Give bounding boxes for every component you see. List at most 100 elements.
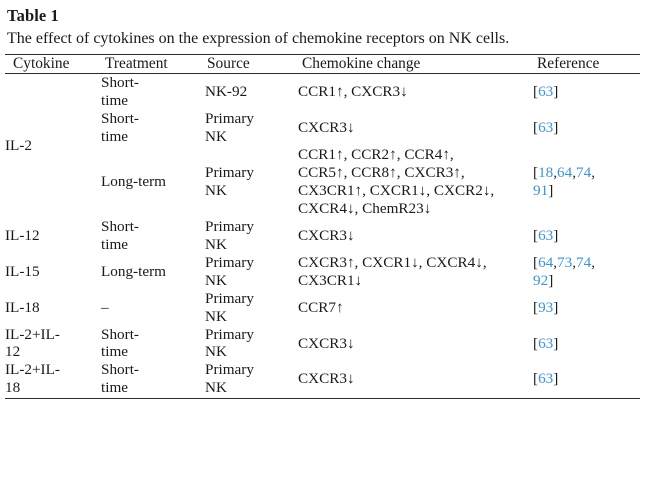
reference-number[interactable]: 18	[538, 164, 554, 182]
cytokine-chemokine-table: Cytokine Treatment Source Chemokine chan…	[5, 55, 640, 397]
reference-line[interactable]: [63]	[533, 370, 640, 388]
reference-number[interactable]: 64	[557, 164, 573, 182]
source-line: NK	[205, 271, 227, 289]
reference-bracket: ]	[553, 334, 559, 352]
reference-line[interactable]: [63]	[533, 119, 640, 137]
cell-reference[interactable]: [63]	[533, 361, 640, 397]
source-line: Primary	[205, 325, 254, 343]
column-header-chemokine-change: Chemokine change	[302, 55, 421, 73]
reference-number[interactable]: 91	[533, 182, 549, 200]
reference-line[interactable]: [63]	[533, 335, 640, 353]
reference-bracket: [	[533, 226, 539, 244]
chemokine-line: CCR1↑, CXCR3↓	[298, 83, 408, 101]
treatment-line: Short-	[101, 110, 139, 128]
reference-number[interactable]: 63	[538, 334, 554, 352]
cell-treatment: Long-term	[101, 254, 205, 290]
source-line: NK	[205, 182, 227, 200]
reference-line[interactable]: [93]	[533, 299, 640, 317]
cell-reference[interactable]: [63]	[533, 110, 640, 146]
rule-bottom	[5, 398, 640, 400]
cell-reference[interactable]: [64,73,74,92]	[533, 254, 640, 290]
reference-separator: ,	[572, 253, 577, 271]
source-line: NK	[205, 128, 227, 146]
reference-separator: ,	[553, 164, 558, 182]
reference-line[interactable]: [63]	[533, 227, 640, 245]
cell-chemokine-change: CCR7↑	[298, 290, 533, 326]
chemokine-line: CXCR3↓	[298, 226, 355, 244]
cell-cytokine: IL-15	[5, 262, 40, 280]
reference-line[interactable]: 92]	[533, 272, 640, 290]
reference-bracket: [	[533, 298, 539, 316]
source-line: NK	[205, 343, 227, 361]
reference-number[interactable]: 63	[538, 83, 554, 101]
reference-bracket: ]	[553, 298, 559, 316]
cell-reference[interactable]: [63]	[533, 74, 640, 110]
cell-cytokine: IL-18	[5, 298, 40, 316]
treatment-line: –	[101, 298, 109, 316]
column-header-treatment: Treatment	[105, 55, 168, 73]
source-line: Primary	[205, 217, 254, 235]
source-line: NK-92	[205, 83, 248, 101]
chemokine-line: CCR7↑	[298, 298, 344, 316]
treatment-line: Short-	[101, 217, 139, 235]
reference-number[interactable]: 63	[538, 370, 554, 388]
source-line: NK	[205, 379, 227, 397]
cell-reference[interactable]: [18,64,74,91]	[533, 146, 640, 218]
column-header-source: Source	[207, 55, 250, 73]
table-label: Table 1	[7, 6, 59, 25]
cell-chemokine-change: CCR1↑, CXCR3↓	[298, 74, 533, 110]
reference-number[interactable]: 63	[538, 119, 554, 137]
reference-line[interactable]: [63]	[533, 83, 640, 101]
source-line: Primary	[205, 253, 254, 271]
chemokine-line: CXCR3↓	[298, 370, 355, 388]
reference-bracket: ]	[553, 370, 559, 388]
reference-bracket: [	[533, 83, 539, 101]
reference-line[interactable]: [64,73,74,	[533, 254, 640, 272]
column-header-reference: Reference	[537, 55, 600, 73]
cell-treatment: Short-time	[101, 218, 205, 254]
treatment-line: Long-term	[101, 262, 166, 280]
reference-bracket: [	[533, 253, 539, 271]
reference-separator: ,	[591, 164, 596, 182]
cell-reference[interactable]: [63]	[533, 218, 640, 254]
cell-cytokine: IL-12	[5, 226, 40, 244]
treatment-line: time	[101, 379, 128, 397]
reference-number[interactable]: 93	[538, 298, 554, 316]
reference-bracket: ]	[548, 271, 554, 289]
cell-treatment: Short-time	[101, 110, 205, 146]
reference-bracket: ]	[548, 182, 554, 200]
reference-number[interactable]: 73	[557, 253, 573, 271]
reference-line[interactable]: [18,64,74,	[533, 164, 640, 182]
source-line: Primary	[205, 110, 254, 128]
chemokine-line: CXCR3↓	[298, 119, 355, 137]
treatment-line: time	[101, 128, 128, 146]
reference-bracket: [	[533, 164, 539, 182]
cell-chemokine-change: CXCR3↓	[298, 361, 533, 397]
chemokine-line: CXCR3↓	[298, 334, 355, 352]
chemokine-line: CCR1↑, CCR2↑, CCR4↑,	[298, 146, 454, 164]
chemokine-line: CXCR4↓, ChemR23↓	[298, 199, 432, 217]
cytokine-line: IL-2+IL-	[5, 325, 60, 343]
cytokine-line: IL-2+IL-	[5, 361, 60, 379]
source-line: NK	[205, 235, 227, 253]
reference-separator: ,	[591, 253, 596, 271]
cell-reference[interactable]: [63]	[533, 326, 640, 362]
reference-number[interactable]: 92	[533, 271, 549, 289]
cell-source: NK-92	[205, 74, 298, 110]
reference-number[interactable]: 64	[538, 253, 554, 271]
cytokine-line: 18	[5, 379, 21, 397]
cell-reference[interactable]: [93]	[533, 290, 640, 326]
cell-chemokine-change: CXCR3↓	[298, 110, 533, 146]
reference-number[interactable]: 74	[576, 164, 592, 182]
reference-number[interactable]: 74	[576, 253, 592, 271]
reference-number[interactable]: 63	[538, 226, 554, 244]
cell-treatment: Short-time	[101, 74, 205, 110]
reference-line[interactable]: 91]	[533, 182, 640, 200]
header-row: Cytokine Treatment Source Chemokine chan…	[5, 55, 640, 74]
